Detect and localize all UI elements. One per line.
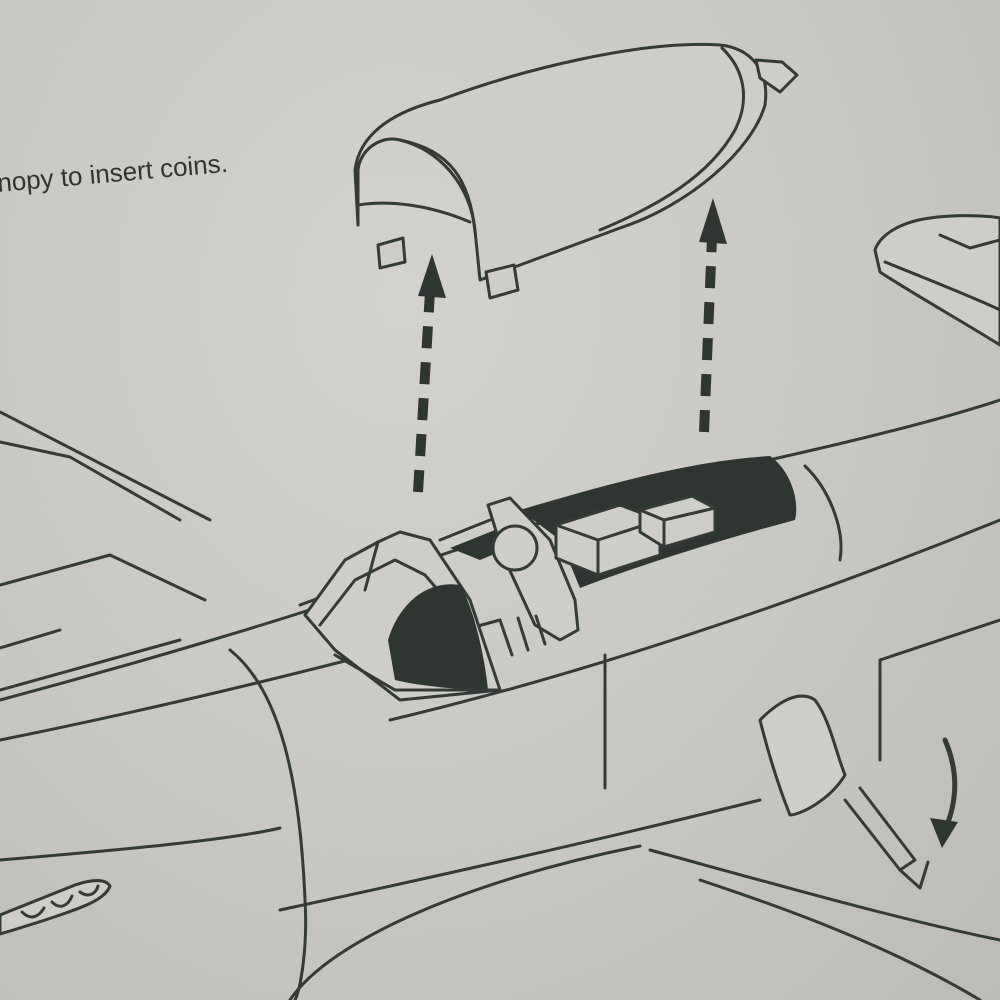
- lift-arrow-right: [699, 198, 727, 433]
- landing-gear: [758, 694, 930, 890]
- exhaust-stacks: [0, 879, 112, 936]
- cockpit: [303, 456, 797, 702]
- left-wing: [0, 410, 212, 692]
- lift-arrow-left: [413, 254, 446, 493]
- fold-arrow: [930, 737, 958, 848]
- right-wing: [648, 214, 1000, 1000]
- canopy: [353, 42, 799, 300]
